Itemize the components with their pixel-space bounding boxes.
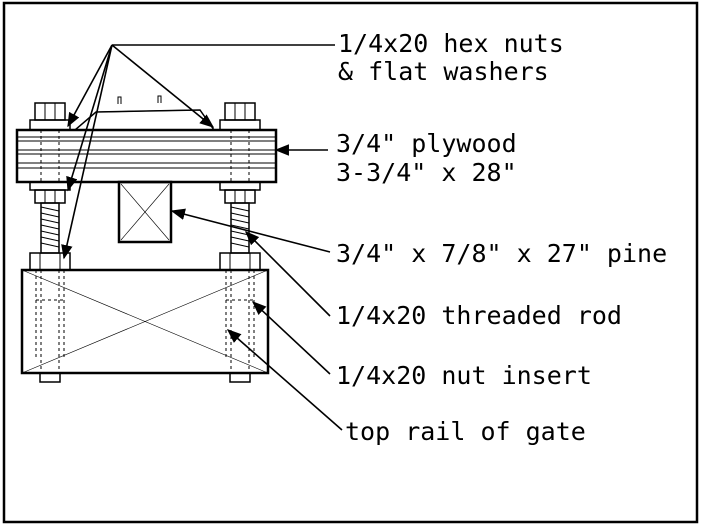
leader-rail — [226, 329, 343, 431]
label-pine: 3/4" x 7/8" x 27" pine — [336, 239, 667, 268]
right-bolt — [219, 102, 261, 383]
label-top-rail: top rail of gate — [345, 417, 586, 446]
label-plywood-line1: 3/4" plywood — [336, 129, 517, 158]
label-hex-nuts-line2: & flat washers — [338, 57, 549, 86]
leader-pine — [170, 208, 331, 253]
plywood — [15, 95, 278, 184]
leader-rod — [244, 230, 331, 317]
label-plywood-line2: 3-3/4" x 28" — [336, 158, 517, 187]
pine-stick — [117, 180, 173, 244]
label-threaded-rod: 1/4x20 threaded rod — [336, 301, 622, 330]
label-hex-nuts-line1: 1/4x20 hex nuts — [338, 29, 564, 58]
label-nut-insert: 1/4x20 nut insert — [336, 361, 592, 390]
leader-hex-nuts — [61, 44, 335, 260]
left-bolt — [29, 102, 71, 383]
leader-insert — [251, 301, 331, 375]
top-rail — [20, 268, 270, 375]
